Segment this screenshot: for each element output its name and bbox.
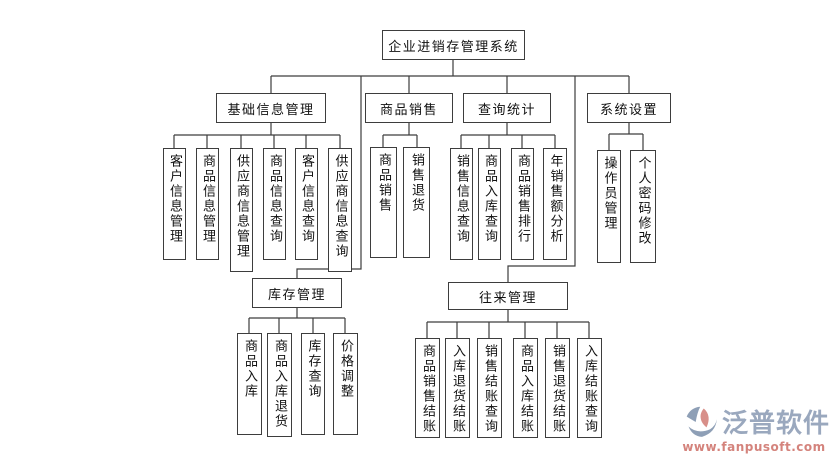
module-transactions-management: 往来管理 bbox=[448, 282, 568, 310]
node-product-inbound-settlement: 商品入库结账 bbox=[513, 338, 538, 438]
watermark-brand-text: 泛普软件 bbox=[721, 409, 830, 439]
module-product-sales: 商品销售 bbox=[365, 93, 453, 123]
node-supplier-info-management: 供应商信息管理 bbox=[230, 148, 253, 272]
node-customer-info-query: 客户信息查询 bbox=[295, 148, 318, 260]
node-annual-sales-analysis: 年销售额分析 bbox=[543, 148, 567, 260]
module-query-statistics: 查询统计 bbox=[463, 93, 551, 123]
node-price-adjustment: 价格调整 bbox=[333, 333, 358, 435]
node-product-inbound: 商品入库 bbox=[237, 333, 262, 435]
node-product-info-management: 商品信息管理 bbox=[196, 148, 219, 260]
module-system-settings: 系统设置 bbox=[587, 93, 671, 123]
node-product-info-query: 商品信息查询 bbox=[263, 148, 286, 260]
node-root-system: 企业进销存管理系统 bbox=[382, 30, 525, 60]
node-inbound-settlement-query: 入库结账查询 bbox=[577, 338, 602, 438]
node-sales-settlement-query: 销售结账查询 bbox=[477, 338, 502, 438]
node-operator-management: 操作员管理 bbox=[597, 150, 621, 263]
node-product-sales-ranking: 商品销售排行 bbox=[511, 148, 534, 260]
watermark: 泛普软件 www.fanpusoft.com bbox=[678, 403, 830, 454]
node-sales-info-query: 销售信息查询 bbox=[450, 148, 473, 260]
module-basic-info-management: 基础信息管理 bbox=[216, 93, 326, 123]
node-personal-password-change: 个人密码修改 bbox=[630, 150, 656, 263]
node-inbound-return: 商品入库退货 bbox=[267, 333, 292, 437]
node-stock-query: 库存查询 bbox=[301, 333, 325, 435]
node-sales-return: 销售退货 bbox=[403, 147, 430, 258]
node-supplier-info-query: 供应商信息查询 bbox=[328, 148, 352, 272]
node-product-sales-settlement: 商品销售结账 bbox=[415, 338, 440, 438]
fanpu-logo-icon bbox=[686, 406, 717, 437]
node-product-sales: 商品销售 bbox=[370, 147, 397, 258]
node-customer-info-management: 客户信息管理 bbox=[163, 148, 186, 260]
node-product-inbound-query: 商品入库查询 bbox=[478, 148, 501, 260]
watermark-url-text: www.fanpusoft.com bbox=[682, 440, 826, 454]
node-sales-return-settlement: 销售退货结账 bbox=[545, 338, 570, 438]
node-inbound-return-settlement: 入库退货结账 bbox=[445, 338, 470, 438]
module-inventory-management: 库存管理 bbox=[252, 278, 342, 308]
